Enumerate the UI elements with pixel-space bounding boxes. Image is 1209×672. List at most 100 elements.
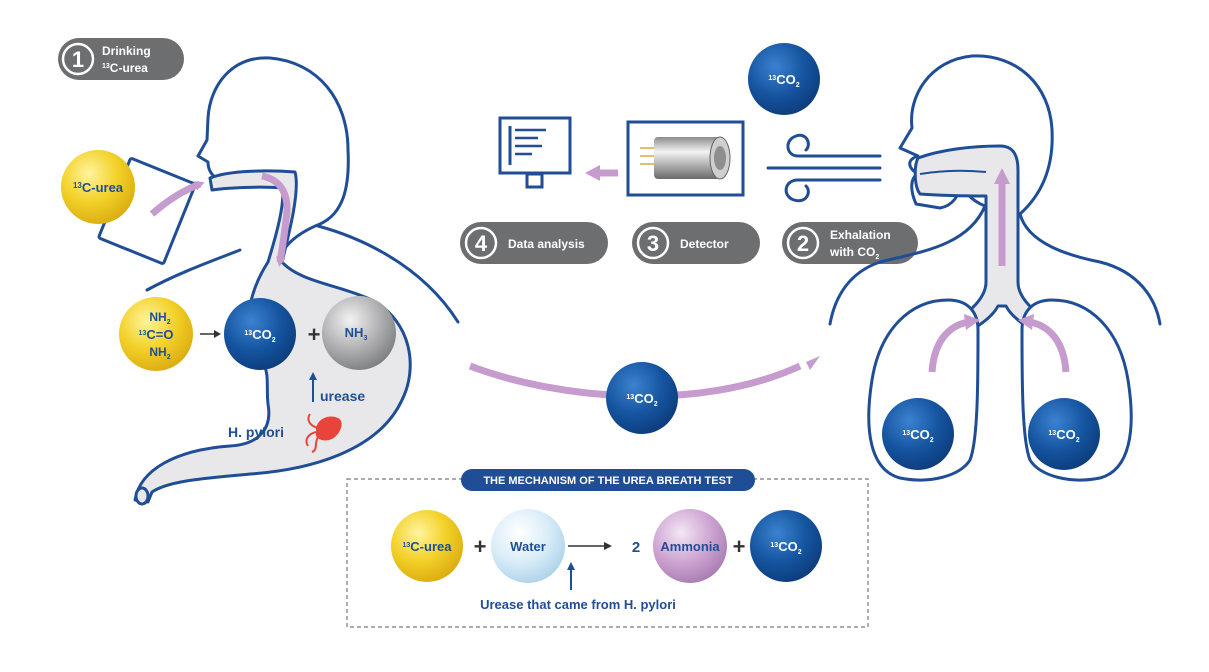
svg-text:13CO2: 13CO2 [626,391,657,408]
mech-urease-arrow [567,562,575,590]
urea-sup: 13 [73,181,82,190]
co2-ball-right-lung: 13CO2 [1028,398,1100,470]
pylorus-opening [134,486,150,506]
svg-text:13CO2: 13CO2 [768,72,799,89]
svg-text:13C=O: 13C=O [139,327,174,342]
urease-indicator: urease [309,372,365,404]
svg-text:NH3: NH3 [345,325,368,342]
step-1-line2: C-urea [110,61,148,75]
urea-formula-ball: NH2 13C=O NH2 [119,297,193,371]
mech-reaction-arrow [568,542,612,550]
co2-ball-left-lung: 13CO2 [882,398,954,470]
svg-text:13CO2: 13CO2 [1048,427,1079,444]
svg-text:with CO2: with CO2 [829,245,879,261]
monitor-icon [498,116,572,189]
co2-sup: 13 [770,542,778,549]
mech-plus-2: + [733,534,746,559]
svg-text:NH2: NH2 [149,345,170,361]
step-2-line2: with CO [829,245,875,259]
formula-mid: C=O [146,327,173,342]
detector-device [626,120,745,197]
co2-ball-top: 13CO2 [748,43,820,115]
co2-label: CO [1056,427,1076,442]
mech-urea-ball: 13C-urea [391,510,463,582]
exhale-breath-icon [766,133,882,203]
co2-sub: 2 [796,82,800,89]
co2-sub: 2 [654,401,658,408]
svg-text:13CO2: 13CO2 [244,327,275,344]
formula-nh-top: NH [149,310,166,324]
step-3-pill: 3 Detector [632,222,760,264]
co2-sub: 2 [272,337,276,344]
lung-flow-left-head [964,314,980,330]
step-1-number: 1 [72,47,84,72]
data-arrow [585,165,618,181]
co2-sup: 13 [902,430,910,437]
urease-label: urease [320,388,365,404]
formula-nh-bottom-sub: 2 [167,354,171,361]
svg-text:NH2: NH2 [149,310,170,326]
swallow-arrow [261,172,291,267]
svg-text:13C-urea: 13C-urea [102,61,148,75]
step-2-sub: 2 [875,254,879,261]
co2-sub: 2 [1076,437,1080,444]
plus-sign-stomach: + [308,322,321,347]
urease-source-note: Urease that came from H. pylori [480,597,676,612]
urea-ball-left: 13C-urea [61,150,135,224]
h-pylori-bacteria-icon [305,413,342,453]
svg-text:13CO2: 13CO2 [902,427,933,444]
step-1-pill: 1 Drinking 13C-urea [58,38,184,80]
mechanism-title: THE MECHANISM OF THE UREA BREATH TEST [483,475,733,487]
svg-text:13C-urea: 13C-urea [73,180,124,195]
co2-label: CO [910,427,930,442]
co2-sup: 13 [1048,430,1056,437]
lung-flow-left [928,318,969,373]
water-label: Water [510,539,546,554]
co2-label: CO [776,72,796,87]
co2-label: CO [252,327,272,342]
co2-label: CO [778,539,798,554]
svg-text:13C-urea: 13C-urea [403,539,453,554]
nh3-label: NH [345,325,364,340]
mech-water-ball: Water [491,509,565,583]
co2-sup: 13 [244,330,252,337]
nh3-ball: NH3 [322,296,396,370]
mechanism-box: THE MECHANISM OF THE UREA BREATH TEST 13… [346,469,869,628]
step-1-line1: Drinking [102,44,151,58]
ammonia-label: Ammonia [660,539,720,554]
urea-label: C-urea [82,180,124,195]
step-2-number: 2 [797,231,809,256]
trachea-flow-head [994,168,1010,184]
co2-sup: 13 [768,75,776,82]
lung-flow-right-head [1018,314,1034,330]
mech-co2-ball: 13CO2 [750,510,822,582]
lung-flow-right [1029,318,1070,373]
step-4-number: 4 [475,231,488,256]
airway [913,144,1062,342]
urea-sup: 13 [403,542,411,549]
co2-label: CO [634,391,654,406]
urea-label: C-urea [410,539,452,554]
step-3-number: 3 [647,231,659,256]
reaction-arrow-small [200,330,221,338]
formula-nh-bottom: NH [149,345,166,359]
ammonia-coefficient: 2 [632,539,640,556]
co2-sub: 2 [798,549,802,556]
drink-arrow [149,180,205,217]
step-2-line1: Exhalation [830,228,891,242]
co2-ball-center: 13CO2 [606,362,678,434]
step-1-sup: 13 [102,63,110,70]
co2-sub: 2 [930,437,934,444]
step-3-label: Detector [680,237,729,251]
nh3-sub: 3 [363,335,367,342]
left-body-outline [145,56,460,324]
svg-text:13CO2: 13CO2 [770,539,801,556]
formula-mid-sup: 13 [139,330,147,337]
co2-ball-stomach: 13CO2 [224,298,296,370]
mech-ammonia-ball: Ammonia [653,509,727,583]
h-pylori-label: H. pylori [228,424,284,440]
step-4-label: Data analysis [508,237,585,251]
step-2-pill: 2 Exhalation with CO2 [782,222,918,264]
